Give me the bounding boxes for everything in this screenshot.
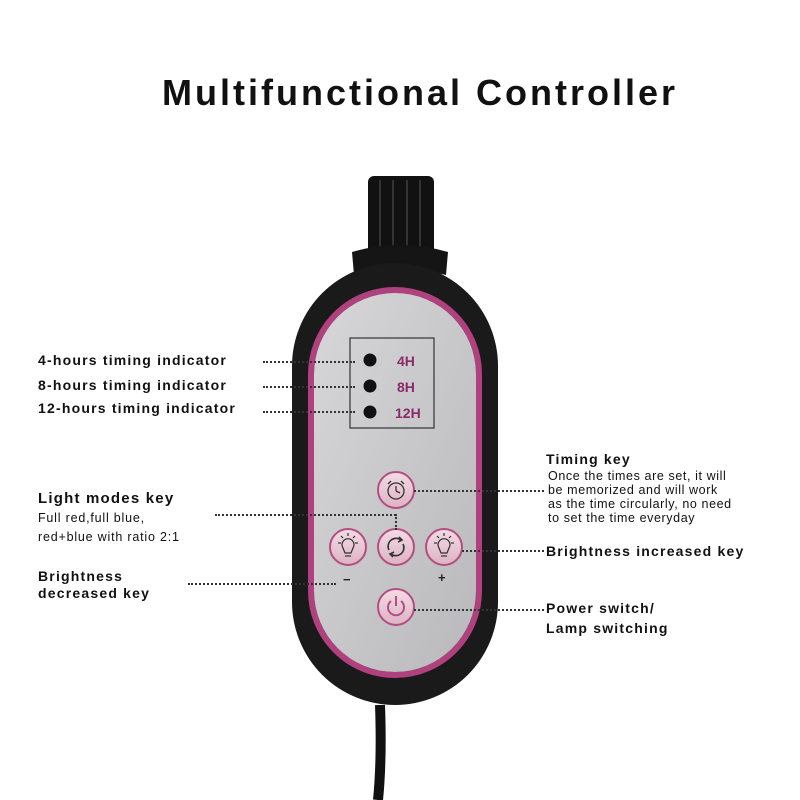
leader-line-light-modes-drop xyxy=(395,514,397,530)
leader-line-light-modes xyxy=(215,514,396,516)
brightness-down-label-2: decreased key xyxy=(38,585,151,601)
indicator-label-8h: 8-hours timing indicator xyxy=(38,377,228,393)
timing-key-desc-1: Once the times are set, it will xyxy=(548,469,727,483)
light-modes-key-button[interactable] xyxy=(377,528,415,566)
brightness-up-label: Brightness increased key xyxy=(546,543,745,559)
brightness-increased-key-button[interactable] xyxy=(425,528,463,566)
power-label-1: Power switch/ xyxy=(546,600,655,616)
indicator-tag-8h: 8H xyxy=(397,379,415,395)
light-modes-desc-1: Full red,full blue, xyxy=(38,511,145,525)
plus-symbol: + xyxy=(438,570,446,585)
power-label-2: Lamp switching xyxy=(546,620,669,636)
leader-line-timing xyxy=(414,490,544,492)
timing-key-desc-2: be memorized and will work xyxy=(548,483,718,497)
bottom-cable xyxy=(373,704,386,800)
top-cable-strain-relief xyxy=(352,176,448,275)
indicator-tag-4h: 4H xyxy=(397,353,415,369)
indicator-tag-12h: 12H xyxy=(395,405,421,421)
alarm-clock-icon xyxy=(387,480,405,500)
leader-line-brightness-up xyxy=(462,550,544,552)
leader-line-4h xyxy=(263,361,355,363)
timing-key-button[interactable] xyxy=(377,471,415,509)
light-modes-label: Light modes key xyxy=(38,490,175,507)
indicator-label-4h: 4-hours timing indicator xyxy=(38,352,228,368)
led-8h xyxy=(363,379,377,393)
indicator-panel xyxy=(349,337,435,429)
timing-key-desc-3: as the time circularly, no need xyxy=(548,497,732,511)
brightness-decreased-key-button[interactable] xyxy=(329,528,367,566)
led-4h xyxy=(363,353,377,367)
cycle-arrows-icon xyxy=(387,536,405,558)
page-title: Multifunctional Controller xyxy=(162,72,678,113)
minus-symbol: − xyxy=(343,572,351,587)
leader-line-brightness-down xyxy=(188,583,336,585)
power-icon xyxy=(387,596,405,617)
light-modes-desc-2: red+blue with ratio 2:1 xyxy=(38,530,180,544)
timing-key-desc-4: to set the time everyday xyxy=(548,511,696,525)
lightbulb-icon xyxy=(338,533,358,557)
power-switch-button[interactable] xyxy=(377,588,415,626)
leader-line-12h xyxy=(263,411,355,413)
timing-key-label: Timing key xyxy=(546,451,631,467)
brightness-down-label-1: Brightness xyxy=(38,568,124,584)
controller-rim xyxy=(308,287,482,678)
leader-line-8h xyxy=(263,386,355,388)
indicator-label-12h: 12-hours timing indicator xyxy=(38,400,237,416)
lightbulb-icon xyxy=(434,533,454,557)
leader-line-power xyxy=(414,609,544,611)
led-12h xyxy=(363,405,377,419)
